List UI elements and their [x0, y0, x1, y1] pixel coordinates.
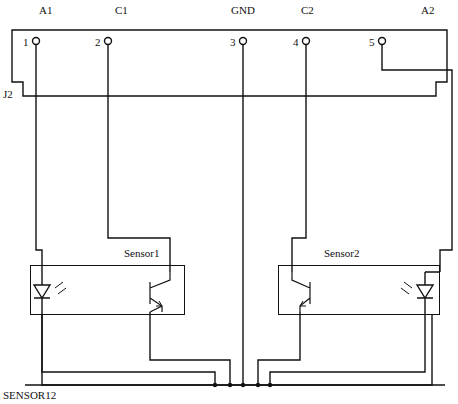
pin-number: 1 [22, 36, 30, 48]
led-symbol [34, 272, 66, 312]
signal-name: C2 [300, 4, 315, 16]
sensor-name: Sensor1 [123, 247, 160, 259]
wire [36, 45, 42, 272]
ground-wire [42, 315, 432, 385]
wire [258, 312, 300, 385]
part-name: SENSOR12 [2, 389, 57, 401]
signal-name: A1 [38, 4, 53, 16]
connector-name: J2 [2, 88, 14, 100]
pin-terminals [33, 38, 386, 45]
pin-number: 2 [94, 36, 102, 48]
wire [42, 312, 215, 385]
pin-number: 4 [292, 36, 300, 48]
signal-name: A2 [420, 4, 435, 16]
sensor-box: Sensor1 [30, 265, 185, 315]
wire [150, 312, 230, 385]
wire [270, 312, 425, 385]
pin-number: 5 [368, 36, 376, 48]
sensor-name: Sensor2 [323, 247, 360, 259]
phototransistor-symbol [150, 272, 170, 312]
led-symbol [401, 272, 440, 312]
sensor-box: Sensor2 [278, 265, 440, 315]
wire [242, 45, 243, 385]
wire [292, 45, 306, 272]
wire [108, 45, 170, 272]
phototransistor-symbol [292, 272, 310, 312]
signal-name: C1 [114, 4, 129, 16]
pin-number: 3 [229, 36, 237, 48]
signal-name: GND [230, 4, 256, 16]
wire [382, 45, 452, 272]
